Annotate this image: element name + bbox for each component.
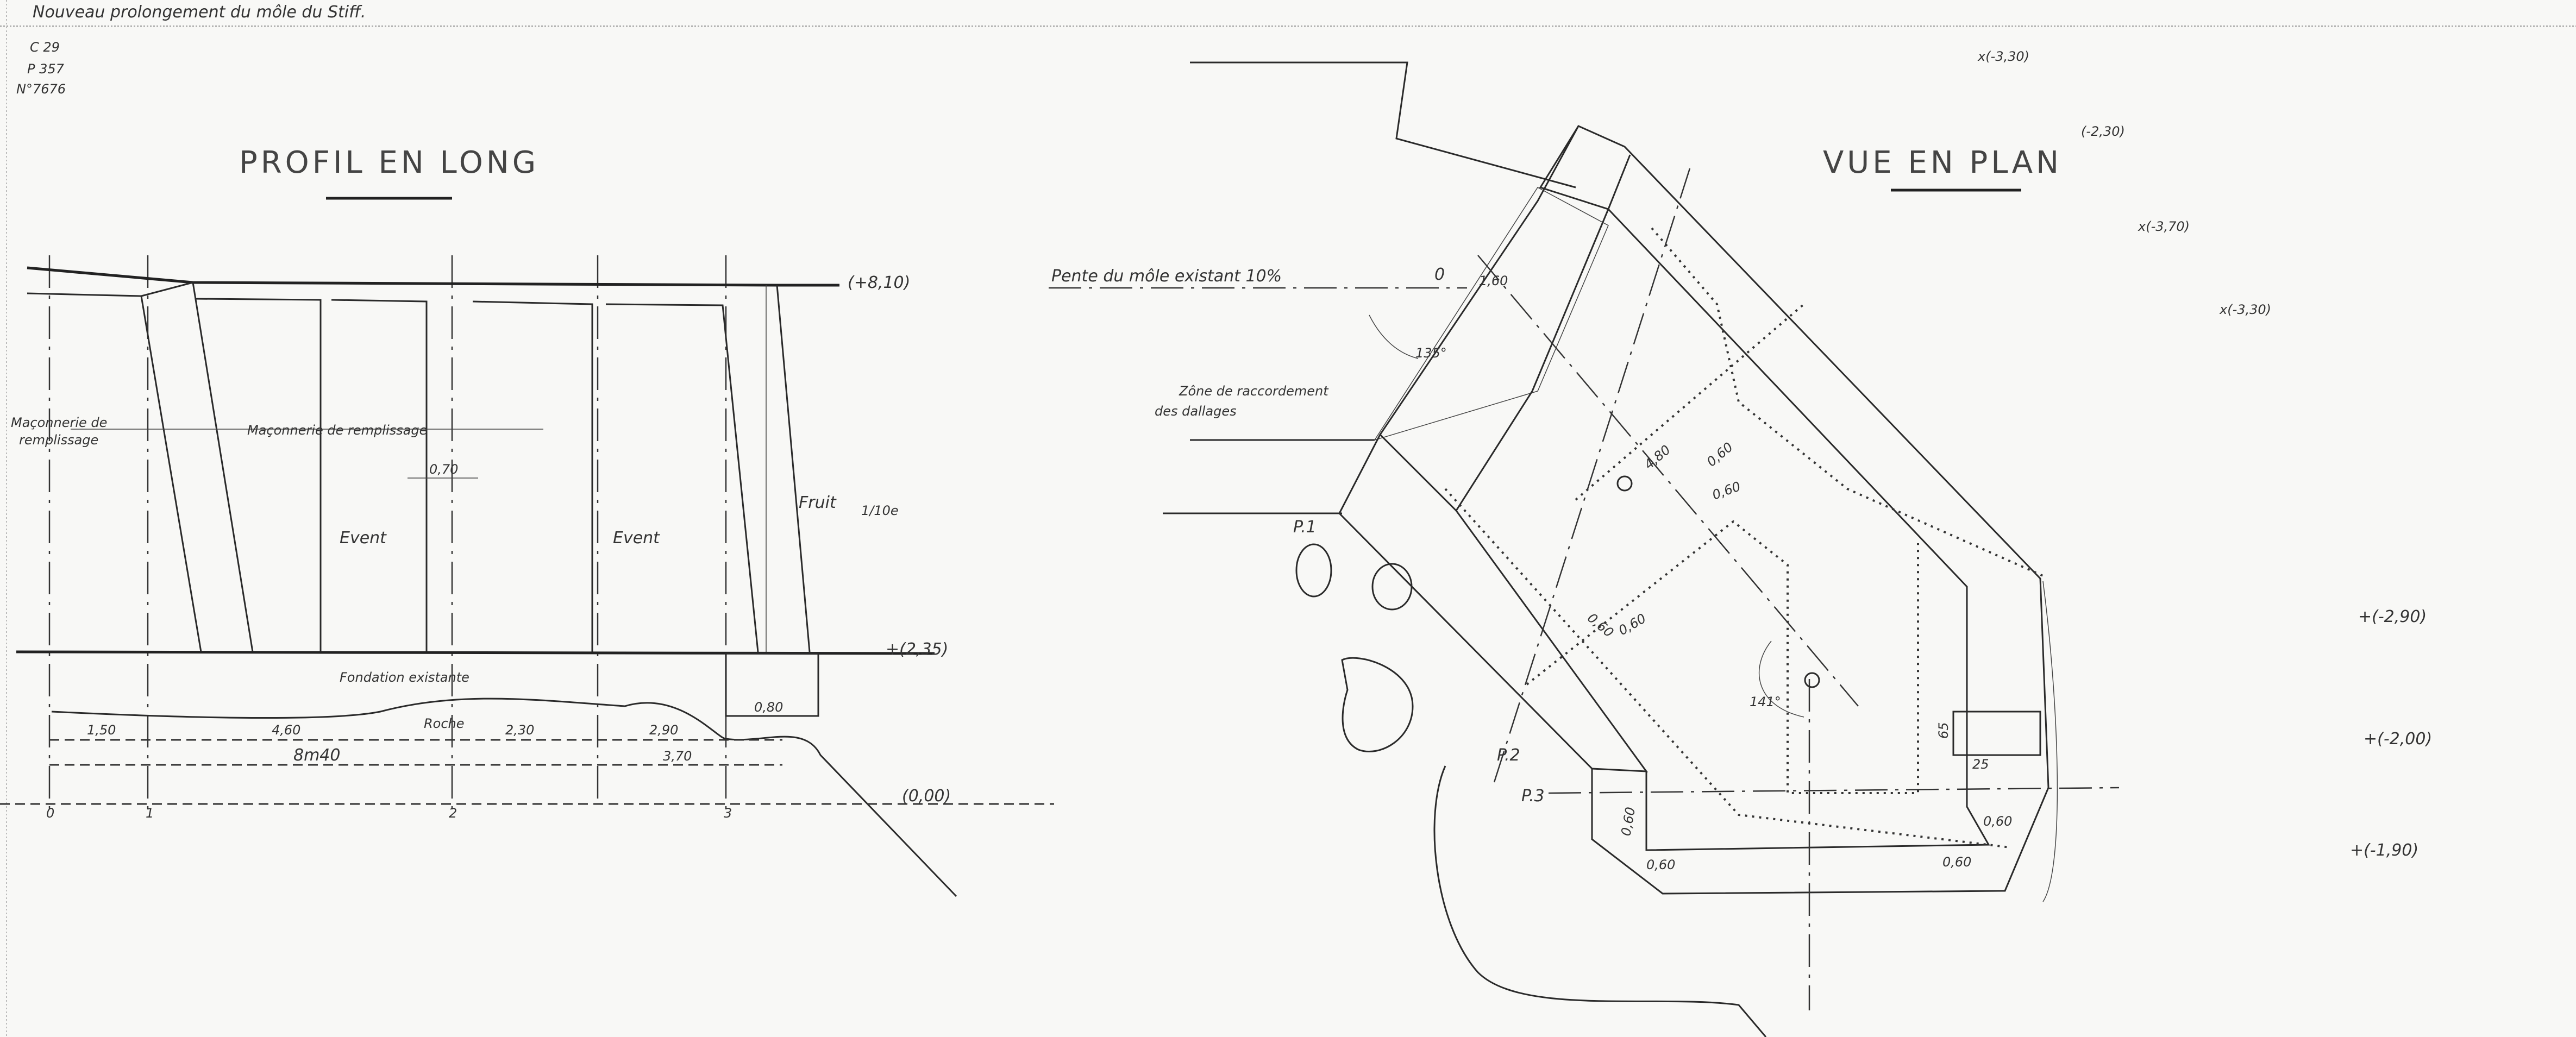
zero-level: (0,00): [902, 787, 951, 806]
ref-c: C 29: [30, 40, 60, 55]
cell-1: [195, 298, 322, 652]
dim-230: 2,30: [505, 722, 534, 738]
ref-p: P 357: [27, 61, 65, 77]
dotted-line-3: [1575, 303, 1805, 501]
inner-wall-left: [1379, 209, 1609, 512]
top-level: (+8,10): [848, 273, 910, 292]
sounding-4: x(-3,30): [2219, 302, 2271, 317]
event-label-2: Event: [613, 529, 660, 548]
base-level: +(2,35): [886, 640, 948, 659]
rock-islet-2: [1371, 563, 1413, 611]
cell-4: [605, 303, 759, 652]
dotted-line-2: [1526, 520, 1919, 794]
dim-060-b: 0,60: [1710, 479, 1743, 503]
paving-junction-zone: [1374, 187, 1609, 441]
rock-contour-right: [2042, 581, 2058, 902]
event-label-1: Event: [340, 529, 387, 548]
dim-65: 65: [1936, 722, 1951, 739]
fruit-label: Fruit: [799, 493, 837, 512]
post-marker-2: [1804, 672, 1820, 688]
dotted-line-1: [1444, 488, 2011, 849]
origin-label: 0: [1434, 265, 1445, 284]
angle-arc-141: [1758, 640, 1804, 718]
rock-islet-3: [1341, 657, 1414, 752]
cell-2: [331, 299, 428, 652]
sounding-6: +(-2,00): [2364, 730, 2432, 749]
dim-460: 4,60: [272, 722, 300, 738]
rock-label: Roche: [424, 716, 465, 731]
plan-view: VUE EN PLAN Pente du môle existant 10%: [1049, 49, 2432, 1037]
dim-25: 25: [1972, 757, 1989, 772]
slope-label: Pente du môle existant 10%: [1051, 267, 1282, 286]
masonry-center-label: Maçonnerie de remplissage: [247, 423, 427, 438]
axis-label-3: 3: [724, 806, 732, 821]
foundation-label: Fondation existante: [340, 670, 469, 685]
sounding-2: (-2,30): [2081, 124, 2125, 139]
dim-060-g: 0,60: [1942, 854, 1971, 870]
sheet-title: Nouveau prolongement du môle du Stiff.: [33, 3, 366, 22]
ref-number: N°7676: [16, 81, 66, 97]
angle-141: 141°: [1750, 694, 1781, 709]
angle-135: 135°: [1415, 345, 1447, 361]
dim-370: 3,70: [663, 749, 692, 764]
dim-160: 1,60: [1479, 273, 1508, 288]
plan-title: VUE EN PLAN: [1823, 145, 2062, 180]
dim-070: 0,70: [429, 462, 458, 477]
profile-view: PROFIL EN LONG Maçonnerie de remplissage…: [0, 145, 1054, 897]
axis-label-2: 2: [449, 806, 457, 821]
dim-080: 0,80: [754, 700, 783, 715]
existing-top: [27, 292, 142, 297]
zone-label-1: Zône de raccordement: [1179, 384, 1329, 399]
sounding-7: +(-1,90): [2350, 841, 2418, 860]
dim-060-h: 0,60: [1983, 814, 2012, 829]
rock-profile: [51, 697, 957, 897]
outlet-box: [1952, 711, 2041, 756]
top-line: [27, 266, 839, 287]
sloped-face: [776, 285, 811, 652]
axis-label-1: 1: [146, 806, 154, 821]
inner-wall-right: [1607, 208, 1968, 641]
dim-060-a: 0,60: [1704, 439, 1736, 470]
inner-chamber: [1645, 641, 1990, 851]
plan-outline: [1338, 125, 2049, 895]
masonry-left-label-2: remplissage: [19, 432, 98, 448]
existing-mole-outline: [1190, 61, 1576, 188]
profile-title: PROFIL EN LONG: [239, 145, 539, 180]
horizontal-axis: [1548, 787, 2120, 794]
dim-150: 1,50: [87, 722, 116, 738]
dim-060-d: 0,60: [1616, 611, 1649, 638]
dim-total: 8m40: [293, 746, 340, 765]
point-p1: P.1: [1293, 518, 1317, 537]
foundation-block: [725, 652, 819, 717]
cell-3: [472, 300, 593, 652]
dim-060-f: 0,60: [1646, 857, 1675, 872]
dotted-contour: [1651, 227, 2044, 577]
inner-wall-bottom-left: [1455, 510, 1649, 772]
coastline: [1433, 765, 1767, 1037]
head-corner: [1539, 125, 1631, 210]
axis-label-0: 0: [46, 806, 54, 821]
masonry-left-label-1: Maçonnerie de: [11, 415, 107, 430]
point-p3: P.3: [1521, 787, 1545, 806]
sounding-3: x(-3,70): [2138, 219, 2190, 234]
dim-060-e: 0,60: [1618, 806, 1638, 837]
existing-mole-section: [140, 281, 254, 653]
diagonal-axis-1: [1477, 255, 1859, 707]
angle-arc-135: [1369, 315, 1419, 359]
diagonal-axis-2: [1493, 168, 1691, 783]
zone-label-2: des dallages: [1155, 404, 1237, 419]
post-marker-1: [1616, 475, 1633, 492]
point-p2: P.2: [1497, 746, 1520, 765]
rock-islet-1: [1295, 543, 1332, 598]
sounding-1: x(-3,30): [1977, 49, 2029, 64]
fruit-ratio: 1/10e: [861, 503, 899, 518]
dim-290: 2,90: [649, 722, 678, 738]
sounding-5: +(-2,90): [2358, 607, 2427, 626]
